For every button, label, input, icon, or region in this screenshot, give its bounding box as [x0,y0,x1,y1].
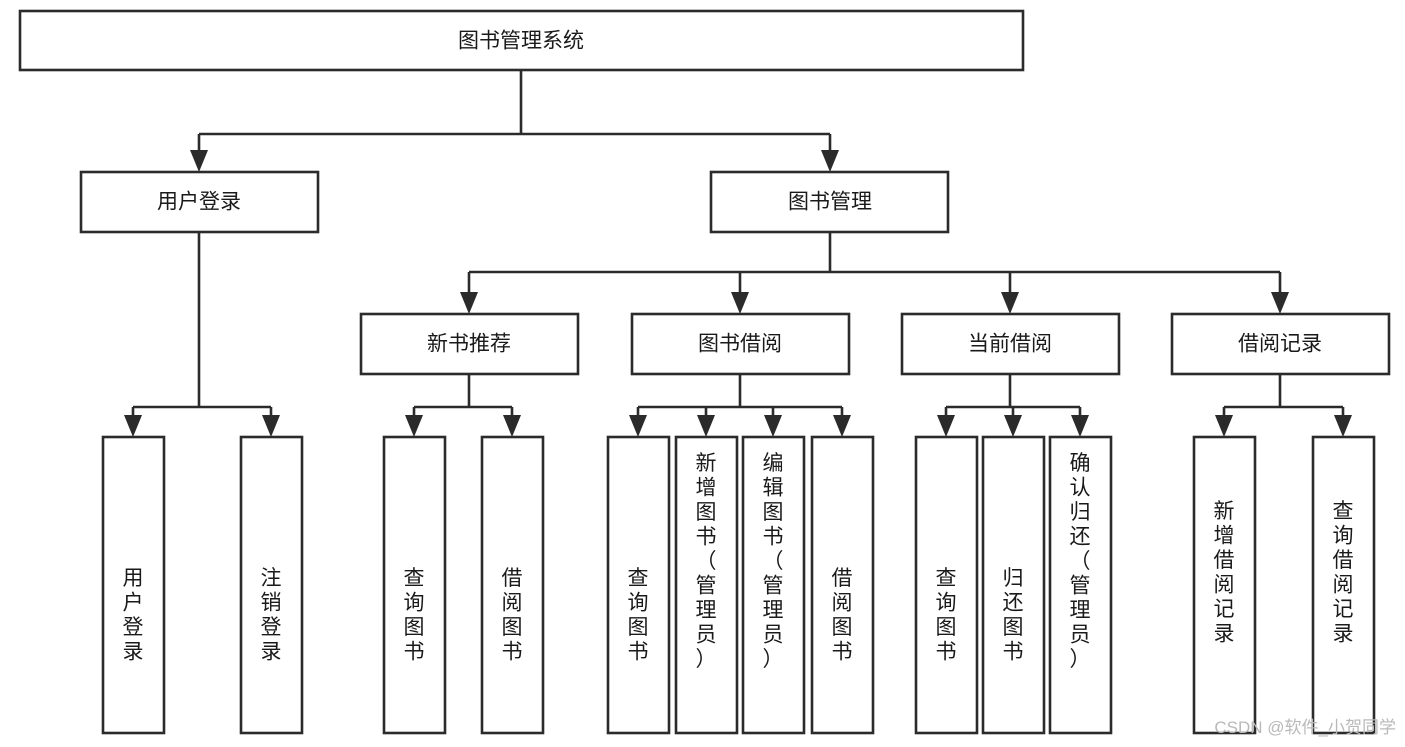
connector-layer [124,70,1352,437]
node-new-book-rec-label: 新书推荐 [427,333,511,356]
node-borrow-record-box[interactable] [1170,312,1391,376]
leaf-confirm-return-box[interactable] [1048,435,1113,735]
leaf-edit-book[interactable]: 编辑图书（管理员） [741,435,806,735]
node-root-label: 图书管理系统 [458,30,584,53]
node-new-book-rec[interactable]: 新书推荐 [359,312,580,376]
node-current-borrow-box[interactable] [900,312,1121,376]
arrow-to-leaf-query-book-rec [405,415,423,437]
node-book-borrow-box[interactable] [630,312,851,376]
arrow-to-leaf-logout [262,415,280,437]
arrow-to-leaf-add-book [697,415,715,437]
leaf-borrow-book-rec-box[interactable] [480,435,545,735]
leaf-add-record-label: 新增借阅记录 [1214,500,1235,646]
leaf-add-record-box[interactable] [1192,435,1257,735]
arrow-to-leaf-query-record [1334,415,1352,437]
leaf-edit-book-box[interactable] [741,435,806,735]
node-current-borrow[interactable]: 当前借阅 [900,312,1121,376]
node-book-borrow-label: 图书借阅 [698,333,782,356]
node-user-login-label: 用户登录 [157,191,241,214]
leaf-query-book-rec-label: 查询图书 [404,567,425,664]
leaf-borrow-book-rec-label: 借阅图书 [502,567,523,664]
arrow-to-borrow-record [1271,292,1289,314]
node-borrow-record-label: 借阅记录 [1238,333,1322,356]
node-borrow-record[interactable]: 借阅记录 [1170,312,1391,376]
leaf-borrow-book-box[interactable] [810,435,875,735]
node-root-box[interactable] [18,9,1025,72]
arrow-to-leaf-confirm-return [1071,415,1089,437]
node-root[interactable]: 图书管理系统 [18,9,1025,72]
arrow-to-leaf-query-book-borrow [629,415,647,437]
arrow-to-current-borrow [1001,292,1019,314]
leaf-add-book-box[interactable] [674,435,739,735]
leaf-query-book-cur-box[interactable] [914,435,979,735]
arrow-to-user-login [190,150,208,172]
node-new-book-rec-box[interactable] [359,312,580,376]
leaf-add-record[interactable]: 新增借阅记录 [1192,435,1257,735]
leaf-return-book-label: 归还图书 [1003,567,1024,664]
arrow-to-book-borrow [731,292,749,314]
arrow-to-leaf-borrow-book-rec [503,415,521,437]
leaf-confirm-return[interactable]: 确认归还（管理员） [1048,435,1113,735]
node-book-mgmt-label: 图书管理 [788,191,872,214]
leaf-query-book-borrow[interactable]: 查询图书 [606,435,671,735]
leaf-edit-book-label: 编辑图书（管理员） [763,452,784,671]
leaf-add-book[interactable]: 新增图书（管理员） [674,435,739,735]
arrow-to-leaf-return-book [1004,415,1022,437]
leaf-logout[interactable]: 注销登录 [239,435,304,735]
arrow-to-book-mgmt [821,150,839,172]
leaf-query-book-borrow-box[interactable] [606,435,671,735]
leaf-query-record[interactable]: 查询借阅记录 [1311,435,1376,735]
leaf-query-book-borrow-label: 查询图书 [628,567,649,664]
leaf-user-login[interactable]: 用户登录 [101,435,166,735]
leaf-query-book-rec-box[interactable] [382,435,447,735]
leaf-layer: 用户登录 注销登录 查询图书 借阅图书 查询图书 新增图书（管理员） [101,435,1376,735]
arrow-to-leaf-query-book-cur [937,415,955,437]
node-book-mgmt-box[interactable] [709,170,950,234]
leaf-borrow-book[interactable]: 借阅图书 [810,435,875,735]
leaf-query-book-rec[interactable]: 查询图书 [382,435,447,735]
arrow-to-leaf-add-record [1215,415,1233,437]
node-book-mgmt[interactable]: 图书管理 [709,170,950,234]
node-user-login[interactable]: 用户登录 [79,170,320,234]
leaf-user-login-label: 用户登录 [123,567,144,664]
arrow-to-leaf-borrow-book [833,415,851,437]
leaf-user-login-box[interactable] [101,435,166,735]
leaf-add-book-label: 新增图书（管理员） [696,452,717,671]
arrow-to-new-book-rec [460,292,478,314]
leaf-logout-label: 注销登录 [261,567,282,664]
node-user-login-box[interactable] [79,170,320,234]
leaf-return-book[interactable]: 归还图书 [981,435,1046,735]
leaf-return-book-box[interactable] [981,435,1046,735]
leaf-query-record-label: 查询借阅记录 [1333,500,1354,646]
node-book-borrow[interactable]: 图书借阅 [630,312,851,376]
arrow-to-leaf-user-login [124,415,142,437]
leaf-confirm-return-label: 确认归还（管理员） [1070,452,1091,671]
leaf-query-book-cur[interactable]: 查询图书 [914,435,979,735]
csdn-watermark: CSDN @软件_小贺同学 [1214,718,1396,737]
leaf-query-book-cur-label: 查询图书 [936,567,957,664]
leaf-borrow-book-rec[interactable]: 借阅图书 [480,435,545,735]
leaf-query-record-box[interactable] [1311,435,1376,735]
leaf-borrow-book-label: 借阅图书 [832,567,853,664]
node-current-borrow-label: 当前借阅 [968,333,1052,356]
arrow-to-leaf-edit-book [764,415,782,437]
leaf-logout-box[interactable] [239,435,304,735]
